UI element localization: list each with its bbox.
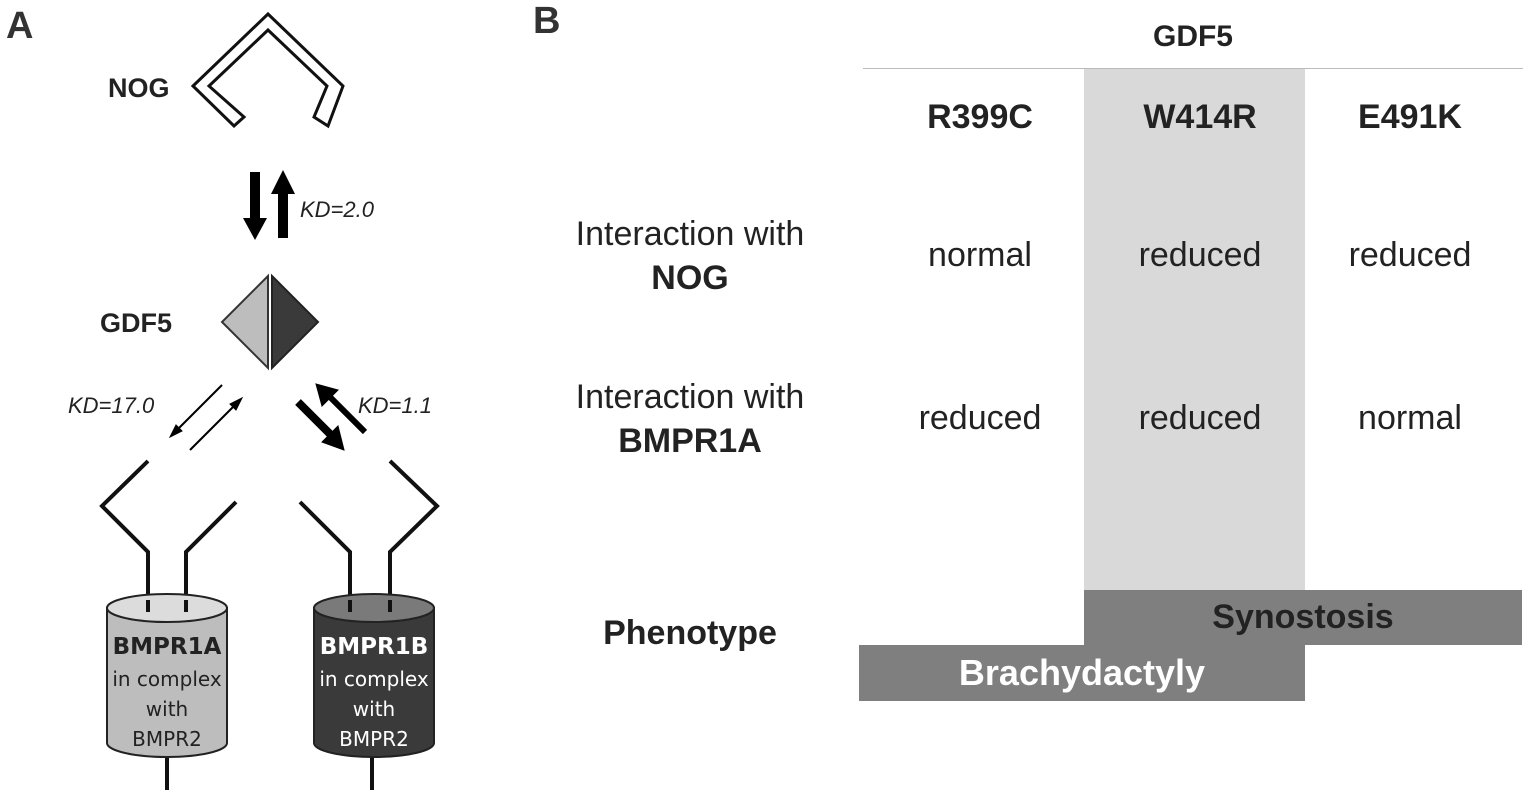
- bmpr1b-line3: BMPR2: [339, 727, 409, 751]
- bmpr1b-name: BMPR1B: [320, 634, 429, 660]
- row-label-nog: Interaction with NOG: [530, 212, 850, 300]
- nog-gdf5-equilibrium-arrows: [243, 170, 295, 240]
- bmpr1a-line1: in complex: [112, 667, 222, 691]
- bmpr1b-line1: in complex: [319, 667, 429, 691]
- bmpr1a-cylinder: [106, 593, 228, 758]
- bmpr1a-receptor-arms: [99, 459, 238, 790]
- column-header-w414r: W414R: [1143, 98, 1257, 136]
- kd-bmpr1b-label: KD=1.1: [358, 393, 432, 418]
- bmpr1a-line2: with: [146, 697, 188, 721]
- phenotype-label: Phenotype: [603, 614, 777, 652]
- row-label-bmpr1a-line2: BMPR1A: [618, 422, 762, 460]
- column-header-e491k: E491K: [1358, 98, 1462, 136]
- cell-bmpr1a-w414r: reduced: [1138, 399, 1262, 437]
- column-header-r399c: R399C: [927, 98, 1033, 136]
- bmpr1a-line3: BMPR2: [132, 727, 202, 751]
- cell-bmpr1a-r399c: reduced: [918, 399, 1042, 437]
- row-label-nog-line2: NOG: [651, 259, 729, 297]
- nog-label: NOG: [108, 73, 170, 103]
- nog-shape-outline: [190, 11, 345, 129]
- cell-bmpr1a-e491k: normal: [1358, 399, 1462, 437]
- synostosis-bar: Synostosis: [1084, 590, 1522, 645]
- bmpr1a-name: BMPR1A: [113, 634, 222, 660]
- row-label-bmpr1a-line1: Interaction with: [575, 378, 805, 416]
- bmpr1b-receptor-arms: [298, 459, 440, 790]
- bmpr1b-cylinder: [313, 593, 435, 758]
- kd-bmpr1a-label: KD=17.0: [68, 393, 155, 418]
- bmpr1b-equilibrium-arrows: [295, 383, 368, 451]
- bmpr1a-cylinder-text: BMPR1A in complex with BMPR2: [112, 634, 222, 751]
- gdf5-left-half: [220, 273, 269, 371]
- gdf5-group-header: GDF5: [1152, 20, 1233, 53]
- gdf5-right-half: [271, 273, 320, 371]
- gdf5-label: GDF5: [100, 308, 172, 338]
- kd-nog-label: KD=2.0: [300, 197, 375, 222]
- bmpr1b-cylinder-text: BMPR1B in complex with BMPR2: [319, 634, 429, 751]
- panel-b-label: B: [533, 0, 561, 42]
- cell-nog-r399c: normal: [928, 236, 1032, 274]
- panel-a-label: A: [6, 5, 33, 47]
- row-label-bmpr1a: Interaction with BMPR1A: [530, 375, 850, 463]
- cell-nog-e491k: reduced: [1348, 236, 1472, 274]
- cell-nog-w414r: reduced: [1138, 236, 1262, 274]
- bmpr1a-equilibrium-arrows: [168, 384, 244, 451]
- row-label-nog-line1: Interaction with: [575, 215, 805, 253]
- bmpr1b-line2: with: [353, 697, 395, 721]
- header-divider: [863, 68, 1523, 69]
- brachydactyly-bar: Brachydactyly: [859, 645, 1305, 701]
- w414r-column-highlight: [1084, 69, 1305, 590]
